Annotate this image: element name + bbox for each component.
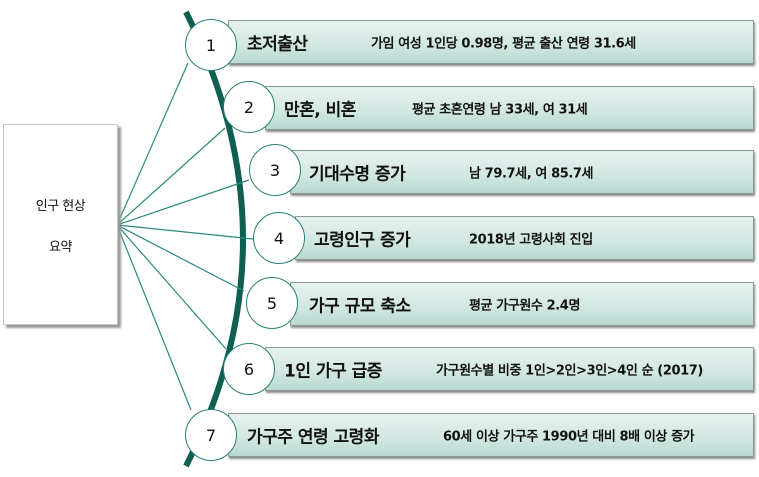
item-title: 가구주 연령 고령화 <box>247 427 379 448</box>
fan-lines <box>116 62 254 411</box>
item-desc: 60세 이상 가구주 1990년 대비 8배 이상 증가 <box>443 429 695 445</box>
item-number-3: 3 <box>249 144 301 196</box>
item-desc: 가구원수별 비중 1인>2인>3인>4인 순 (2017) <box>436 363 703 379</box>
item-title: 1인 가구 급증 <box>284 361 382 382</box>
item-bar-4: 고령인구 증가 2018년 고령사회 진입 <box>295 216 754 260</box>
item-bar-3: 기대수명 증가 남 79.7세, 여 85.7세 <box>290 150 754 194</box>
item-number-2: 2 <box>223 81 275 133</box>
summary-line-1: 인구 현상 <box>35 198 86 214</box>
item-number-5: 5 <box>246 277 298 329</box>
item-bar-2: 만혼, 비혼 평균 초혼연령 남 33세, 여 31세 <box>265 86 754 130</box>
summary-line-2: 요약 <box>49 239 72 255</box>
item-desc: 남 79.7세, 여 85.7세 <box>469 166 594 182</box>
item-number-4: 4 <box>253 212 305 264</box>
item-bar-1: 초저출산 가임 여성 1인당 0.98명, 평균 출산 연령 31.6세 <box>228 20 754 64</box>
item-title: 기대수명 증가 <box>309 164 406 185</box>
item-bar-6: 1인 가구 급증 가구원수별 비중 1인>2인>3인>4인 순 (2017) <box>265 347 754 391</box>
item-number-6: 6 <box>223 343 275 395</box>
item-title: 가구 규모 축소 <box>309 296 411 317</box>
item-title: 초저출산 <box>247 34 308 55</box>
item-title: 만혼, 비혼 <box>284 100 356 121</box>
item-number-7: 7 <box>185 409 237 461</box>
item-title: 고령인구 증가 <box>314 230 411 251</box>
item-bar-5: 가구 규모 축소 평균 가구원수 2.4명 <box>290 282 754 326</box>
spine-arc <box>183 10 246 468</box>
item-desc: 평균 가구원수 2.4명 <box>469 298 581 314</box>
item-desc: 2018년 고령사회 진입 <box>469 232 593 248</box>
item-desc: 가임 여성 1인당 0.98명, 평균 출산 연령 31.6세 <box>371 36 636 52</box>
item-desc: 평균 초혼연령 남 33세, 여 31세 <box>412 102 588 118</box>
summary-box: 인구 현상 요약 <box>3 124 118 325</box>
item-bar-7: 가구주 연령 고령화 60세 이상 가구주 1990년 대비 8배 이상 증가 <box>228 413 754 457</box>
item-number-1: 1 <box>185 19 237 71</box>
